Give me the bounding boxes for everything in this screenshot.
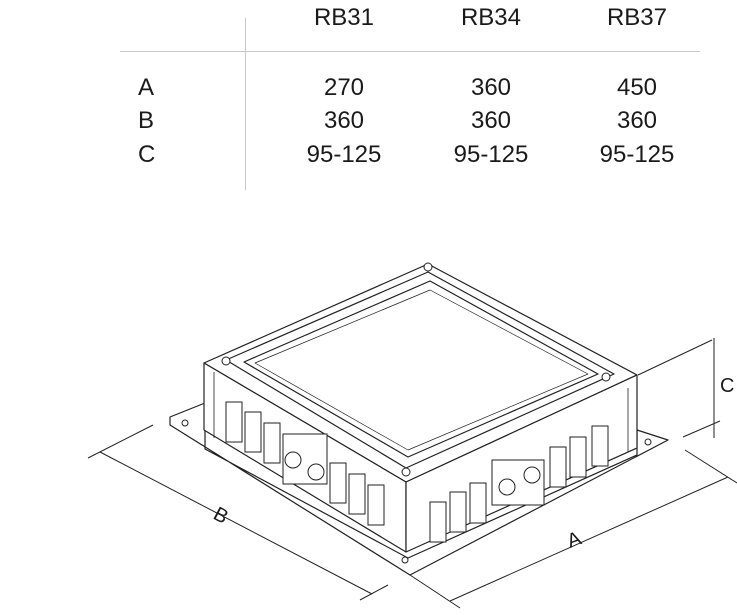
knockout (429, 501, 447, 543)
cell-b-rb31: 360 (323, 107, 365, 134)
knockout (569, 436, 587, 478)
cell-b-rb37: 360 (616, 107, 658, 134)
knockout (329, 462, 347, 504)
knockout (449, 491, 467, 533)
table-divider-vertical (245, 18, 246, 190)
cell-a-rb31: 270 (323, 74, 365, 101)
cell-c-rb34: 95-125 (453, 141, 529, 168)
knockout (591, 425, 609, 467)
knockout (469, 482, 487, 524)
knockout (225, 401, 243, 443)
cell-c-rb31: 95-125 (306, 141, 382, 168)
table-divider-horizontal (120, 51, 700, 52)
column-header-rb37: RB37 (606, 4, 668, 31)
cell-a-rb37: 450 (616, 74, 658, 101)
column-header-rb34: RB34 (460, 4, 522, 31)
knockout (263, 422, 281, 464)
row-label-b: B (138, 107, 155, 134)
cell-b-rb34: 360 (470, 107, 512, 134)
row-label-a: A (138, 74, 155, 101)
screws (181, 262, 652, 564)
dimension-label-c: C (720, 375, 734, 397)
knockout (549, 446, 567, 488)
lid-outer (225, 271, 615, 469)
dimension-label-b: B (210, 503, 232, 529)
spec-table: RB31 RB34 RB37 A 270 360 450 B 360 360 3… (0, 0, 737, 200)
knockout (244, 411, 262, 453)
cell-a-rb34: 360 (470, 74, 512, 101)
cell-c-rb37: 95-125 (599, 141, 675, 168)
lid-inner (243, 280, 599, 458)
column-header-rb31: RB31 (313, 4, 375, 31)
row-label-c: C (138, 141, 156, 168)
dimension-lines (87, 338, 737, 609)
left-wall-knockouts (225, 401, 385, 526)
knockout (348, 473, 366, 515)
right-wall-knockouts (429, 425, 609, 543)
knockout (367, 484, 385, 526)
